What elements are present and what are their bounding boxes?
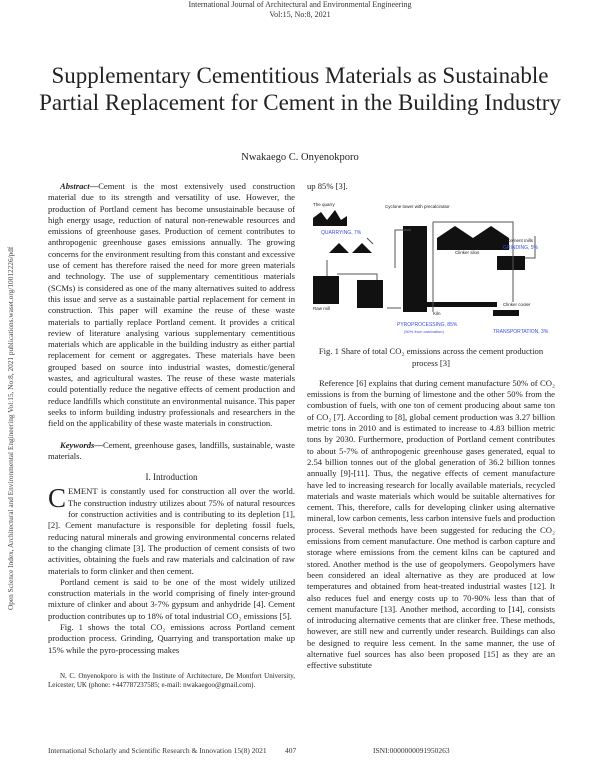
intro-paragraph-3: Fig. 1 shows the total CO₂ emissions acr… — [48, 621, 295, 655]
label-kiln: Kiln — [433, 311, 441, 316]
intro-paragraph-3-continued: up 85% [3]. — [307, 181, 348, 191]
share-pyro-note: (50% from calcination) — [404, 329, 444, 335]
label-clinker-silos: Clinker silos — [455, 250, 480, 255]
keywords: Keywords—Cement, greenhouse gases, landf… — [48, 440, 295, 463]
paragraph-reference-6: Reference [6] explains that during cemen… — [307, 377, 555, 671]
keywords-text: Cement, greenhouse gases, landfills, sus… — [48, 439, 295, 461]
running-header-volume: Vol:15, No:8, 2021 — [269, 10, 331, 19]
intro-p1-text: EMENT is constantly used for constructio… — [48, 486, 295, 576]
label-clinker-cooler: Clinker cooler — [503, 302, 531, 307]
running-header-journal: International Journal of Architectural a… — [188, 0, 412, 9]
stockpile-icon — [329, 243, 372, 254]
footer-publisher: International Scholarly and Scientific R… — [48, 746, 267, 755]
abstract-text: Cement is the most extensively used cons… — [48, 181, 295, 429]
label-quarry: The quarry — [313, 202, 336, 207]
label-cyclone: Cyclone tower with precalcinator — [385, 204, 450, 209]
author: Nwakaego C. Onyenokporo — [241, 152, 359, 163]
drop-cap: C — [48, 483, 67, 514]
clinker-silos-icon — [437, 226, 509, 251]
cement-mill-icon — [497, 256, 525, 271]
clinker-cooler-icon — [493, 310, 519, 317]
paper-title: Supplementary Cementitious Materials as … — [39, 63, 561, 115]
right-column: up 85% [3]. The quarry Cyclone tower wit… — [307, 181, 555, 672]
side-margin-text: Open Science Index, Architectural and En… — [6, 246, 15, 610]
footnote: N. C. Onyenokporo is with the Institute … — [48, 671, 295, 689]
label-raw-mill: Raw mill — [313, 306, 330, 311]
raw-mill-icon — [313, 276, 339, 305]
quarry-icon — [313, 210, 347, 227]
share-grinding: GRINDING, 5% — [503, 245, 539, 251]
cyclone-tower-icon — [403, 226, 427, 313]
left-column: Abstract—Cement is the most extensively … — [48, 181, 295, 690]
abstract-label: Abstract— — [60, 181, 99, 191]
section-heading: I. Introduction — [145, 472, 198, 483]
label-cement-mills: Cement mills — [507, 238, 534, 243]
figure-caption: Fig. 1 Share of total CO₂ emissions acro… — [318, 346, 544, 368]
keywords-label: Keywords— — [60, 439, 103, 450]
silo-icon — [357, 280, 383, 309]
intro-paragraph-2: Portland cement is said to be one of the… — [48, 576, 295, 621]
abstract: Abstract—Cement is the most extensively … — [48, 181, 295, 430]
footer-issn: ISNI:0000000091950263 — [373, 746, 450, 755]
kiln-icon — [417, 302, 497, 308]
figure-cement-process-diagram: The quarry Cyclone tower with precalcina… — [313, 202, 539, 317]
share-transportation: TRANSPORTATION, 3% — [493, 329, 549, 336]
share-pyroprocessing: PYROPROCESSING, 85% — [397, 322, 458, 329]
share-quarrying: QUARRYING, 7% — [321, 230, 362, 236]
page-number: 407 — [285, 746, 297, 755]
